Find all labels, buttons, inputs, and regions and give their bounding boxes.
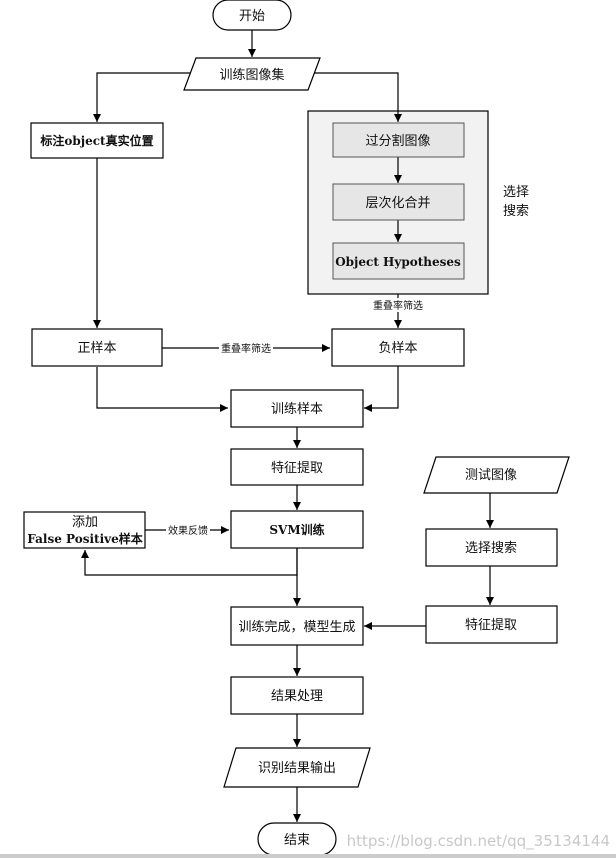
svm-training-label: SVM训练 [269, 522, 324, 537]
test-selective-search-box: 选择搜索 [425, 528, 558, 567]
feature-extraction-box: 特征提取 [230, 448, 364, 486]
output-io: 识别结果输出 [223, 747, 371, 788]
edge-training-to-oversegment [312, 72, 402, 122]
selective-search-side-label-1: 选择 [503, 185, 529, 200]
start-terminal: 开始 [212, 0, 292, 31]
feature-extraction-label: 特征提取 [271, 460, 323, 476]
training-set-label: 训练图像集 [219, 67, 284, 83]
edge-positive-to-train [96, 367, 228, 412]
object-hypotheses-box: Object Hypotheses [332, 242, 465, 280]
edge-label-overlap-filter-horizontal: 重叠率筛选 [221, 342, 271, 355]
test-selective-search-label: 选择搜索 [465, 541, 517, 556]
hier-merge-box: 层次化合并 [332, 183, 465, 221]
start-label: 开始 [239, 9, 265, 24]
test-feature-extraction-label: 特征提取 [465, 617, 517, 633]
edge-label-bg [219, 341, 273, 355]
negative-samples-label: 负样本 [378, 341, 417, 356]
test-image-io: 测试图像 [423, 456, 570, 494]
result-processing-label: 结果处理 [271, 689, 323, 704]
annotate-box: 标注object真实位置 [30, 122, 164, 159]
add-fp-label-line2: False Positive样本 [27, 531, 143, 546]
selective-search-side-label-2: 搜索 [503, 204, 529, 219]
edge-negative-to-train [364, 366, 399, 412]
training-done-box: 训练完成，模型生成 [230, 606, 364, 646]
negative-samples-box: 负样本 [331, 328, 465, 367]
edge-label-bg [370, 298, 426, 312]
training-done-label: 训练完成，模型生成 [238, 620, 355, 635]
edge-label-bg [166, 523, 210, 537]
output-label: 识别结果输出 [258, 760, 336, 776]
test-feature-extraction-box: 特征提取 [425, 605, 558, 644]
watermark: https://blog.csdn.net/qq_35134144 [347, 832, 610, 851]
edge-svm-to-addfp [81, 548, 298, 576]
positive-samples-box: 正样本 [31, 328, 163, 367]
positive-samples-label: 正样本 [77, 341, 116, 356]
add-false-positive-box: 添加 False Positive样本 [23, 511, 146, 549]
edge-label-feedback: 效果反馈 [168, 524, 208, 537]
over-segment-label: 过分割图像 [365, 133, 430, 149]
end-terminal: 结束 [257, 822, 337, 856]
end-label: 结束 [284, 833, 310, 848]
training-set-io: 训练图像集 [183, 57, 321, 91]
add-fp-label-line1: 添加 [72, 515, 98, 530]
connectors [81, 30, 494, 822]
object-hypotheses-label: Object Hypotheses [335, 255, 461, 269]
over-segment-box: 过分割图像 [332, 122, 465, 158]
bottom-strip [0, 854, 616, 858]
edge-label-overlap-filter-vertical: 重叠率筛选 [373, 299, 423, 312]
annotate-label: 标注object真实位置 [39, 133, 153, 148]
edge-training-to-annotate [93, 72, 196, 122]
test-image-label: 测试图像 [465, 468, 517, 483]
svm-training-box: SVM训练 [230, 510, 364, 549]
hier-merge-label: 层次化合并 [365, 195, 430, 211]
result-processing-box: 结果处理 [230, 676, 364, 715]
training-samples-box: 训练样本 [230, 389, 364, 428]
training-samples-label: 训练样本 [271, 402, 323, 417]
